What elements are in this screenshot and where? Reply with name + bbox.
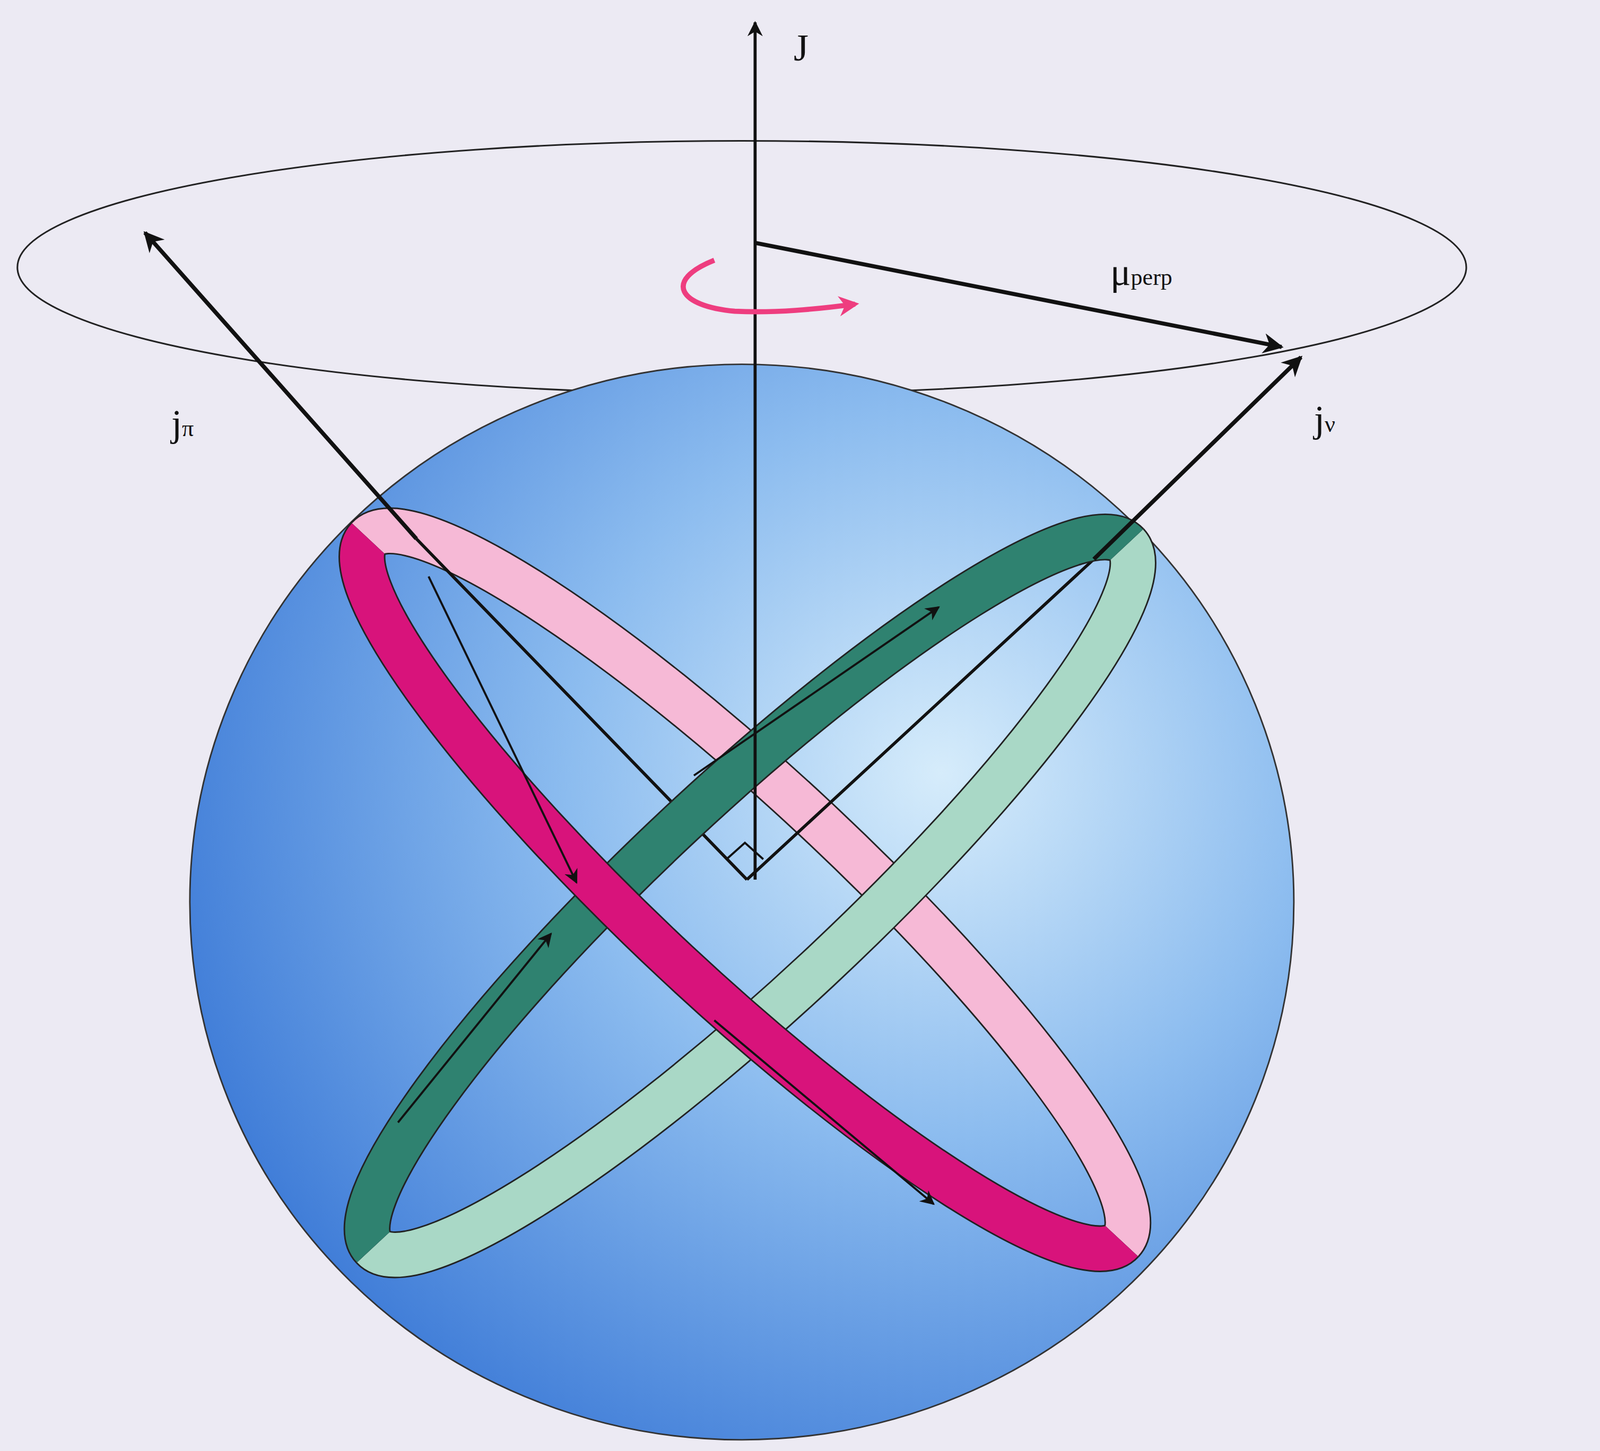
proton-ring-back	[368, 465, 1190, 1242]
proton-ring-front	[299, 538, 1122, 1315]
current-arrows	[397, 576, 939, 1205]
proton-spin-arrow	[144, 232, 417, 539]
total-angular-momentum	[753, 22, 757, 880]
axis-label: J	[793, 28, 809, 67]
vector-label: jπ	[171, 404, 194, 443]
neutron-ring-front	[305, 471, 1127, 1248]
neutron-ring-back	[372, 544, 1195, 1321]
rotation-arrow	[683, 259, 856, 312]
vector-label: μperp	[1110, 253, 1173, 292]
right-angle-mark	[726, 842, 764, 860]
precession-cone	[17, 140, 1467, 394]
perpendicular-moment	[754, 242, 1282, 347]
vector-label: jν	[1314, 400, 1336, 439]
neutron-spin-arrow	[1093, 357, 1301, 560]
